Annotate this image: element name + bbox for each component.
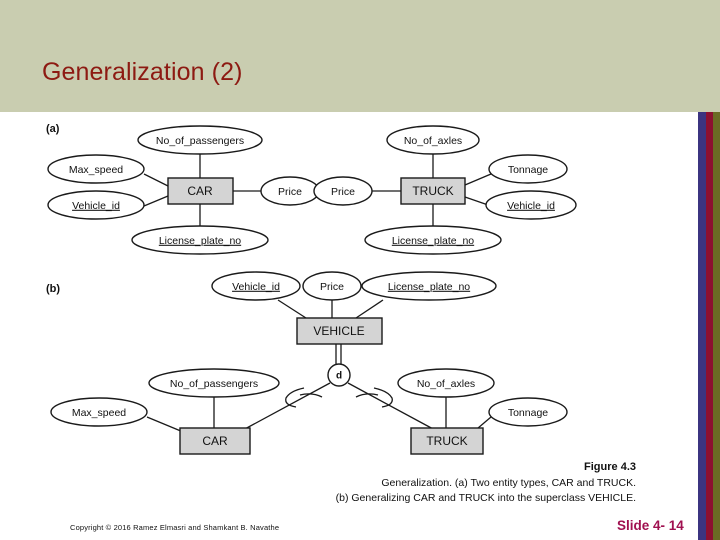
- entity-truck-a: [400, 177, 466, 205]
- attr-no-of-axles-b: No_of_axles: [417, 378, 475, 390]
- ellipse-no-of-passengers: [137, 125, 263, 155]
- attr-license-plate-no-b: License_plate_no: [388, 281, 470, 293]
- line-vehicle-licenseplate: [355, 299, 384, 319]
- entity-truck-b: [410, 427, 484, 455]
- attr-tonnage-b: Tonnage: [508, 407, 548, 419]
- entity-car-b-label: CAR: [202, 434, 228, 448]
- stripe-red: [706, 112, 713, 540]
- entity-car-a: [167, 177, 234, 205]
- er-diagram-svg: (a) No_of_passengers Max_speed Vehicle_i…: [46, 123, 636, 504]
- page-title: Generalization (2): [42, 58, 243, 86]
- attr-vehicle-id-truck: Vehicle_id: [507, 200, 555, 212]
- ellipse-license-plate-no-truck: [364, 225, 502, 255]
- ellipse-license-plate-no-b: [361, 271, 497, 301]
- figure-caption-line1: Generalization. (a) Two entity types, CA…: [381, 477, 636, 489]
- line-car-vehicleid: [143, 195, 169, 207]
- entity-truck-a-label: TRUCK: [412, 184, 453, 198]
- ellipse-tonnage-a: [488, 154, 568, 184]
- ellipse-no-of-axles-b: [397, 368, 495, 398]
- ellipse-max-speed: [47, 154, 145, 184]
- attr-max-speed: Max_speed: [69, 164, 123, 176]
- line-car-maxspeed: [143, 173, 169, 187]
- footer-slide-number: Slide 4- 14: [617, 518, 684, 533]
- figure-caption-line2: (b) Generalizing CAR and TRUCK into the …: [336, 492, 636, 504]
- right-edge-stripes: [698, 112, 720, 540]
- er-figure: (a) No_of_passengers Max_speed Vehicle_i…: [28, 112, 692, 512]
- ellipse-no-of-axles: [386, 125, 480, 155]
- attr-license-plate-no-car: License_plate_no: [159, 235, 241, 247]
- attr-max-speed-b: Max_speed: [72, 407, 126, 419]
- footer-copyright: Copyright © 2016 Ramez Elmasri and Shamk…: [70, 523, 280, 532]
- attr-vehicle-id-b: Vehicle_id: [232, 281, 280, 293]
- stripe-olive: [713, 112, 720, 540]
- attr-vehicle-id-car: Vehicle_id: [72, 200, 120, 212]
- part-b-label: (b): [46, 283, 60, 295]
- slide-header-band: [0, 0, 720, 112]
- ellipse-price-truck: [313, 176, 373, 206]
- ellipse-max-speed-b: [50, 397, 148, 427]
- ellipse-no-of-passengers-b: [148, 368, 280, 398]
- attr-no-of-passengers-b: No_of_passengers: [170, 378, 258, 390]
- ellipse-vehicle-id-b: [211, 271, 301, 301]
- line-vehicle-vehicleid: [277, 299, 307, 319]
- attr-price-truck: Price: [331, 186, 355, 198]
- ellipse-license-plate-no-car: [131, 225, 269, 255]
- ellipse-vehicle-id-car: [47, 190, 145, 220]
- attr-tonnage-a: Tonnage: [508, 164, 548, 176]
- attr-no-of-axles: No_of_axles: [404, 135, 462, 147]
- ellipse-price-b: [302, 271, 362, 301]
- subset-symbol-car: [285, 387, 323, 408]
- part-a-label: (a): [46, 123, 60, 135]
- entity-truck-b-label: TRUCK: [426, 434, 467, 448]
- entity-car-a-label: CAR: [187, 184, 213, 198]
- ellipse-vehicle-id-truck: [485, 190, 577, 220]
- entity-car-b: [179, 427, 251, 455]
- entity-vehicle: [296, 317, 383, 345]
- line-d-truck: [347, 382, 436, 431]
- attr-no-of-passengers: No_of_passengers: [156, 135, 244, 147]
- line-truck-tonnage: [464, 173, 492, 186]
- line-d-car: [242, 382, 331, 431]
- attr-license-plate-no-truck: License_plate_no: [392, 235, 474, 247]
- attr-price-car: Price: [278, 186, 302, 198]
- stripe-blue: [698, 112, 706, 540]
- disjoint-circle: [327, 363, 351, 387]
- figure-caption-title: Figure 4.3: [584, 461, 636, 473]
- subset-symbol-truck: [355, 387, 393, 408]
- ellipse-tonnage-b: [488, 397, 568, 427]
- attr-price-b: Price: [320, 281, 344, 293]
- disjoint-label: d: [336, 371, 342, 382]
- entity-vehicle-label: VEHICLE: [313, 324, 364, 338]
